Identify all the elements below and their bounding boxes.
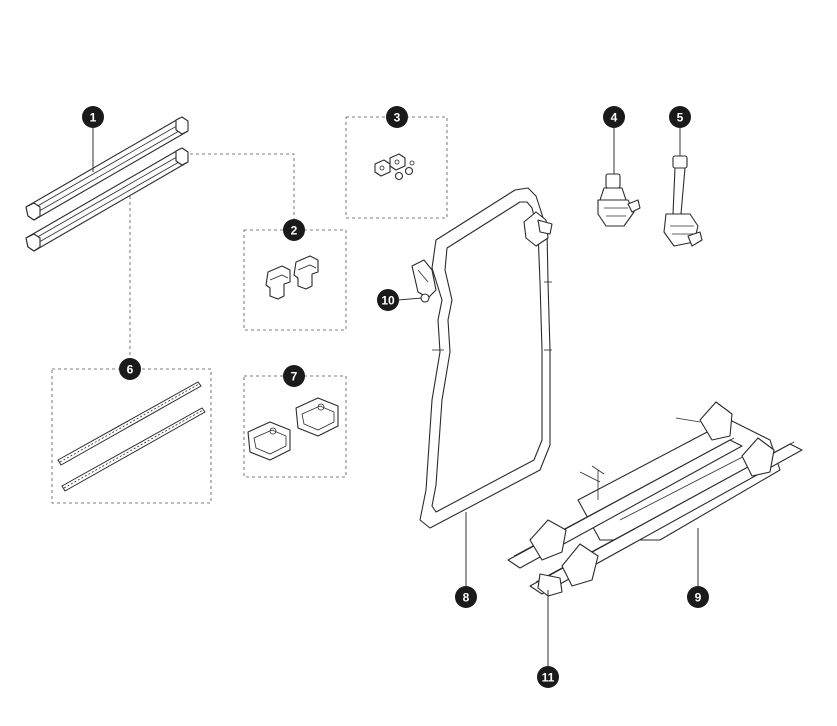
callout-9-label: 9	[695, 591, 702, 605]
callout-7-label: 7	[291, 370, 298, 384]
part-6-rubber-strips	[57, 381, 206, 492]
callout-6: 6	[119, 358, 141, 380]
callout-11-label: 11	[542, 671, 555, 685]
part-2-clamps	[265, 255, 319, 300]
part-3-hardware	[374, 153, 415, 181]
callout-7: 7	[283, 365, 305, 387]
part-10-bolt	[420, 293, 430, 303]
callout-10: 10	[377, 289, 399, 311]
callout-4: 4	[603, 106, 625, 128]
callout-2: 2	[283, 219, 305, 241]
leader-line-10	[397, 297, 423, 301]
callout-3-label: 3	[394, 111, 401, 125]
part-8-frame	[411, 187, 553, 529]
callout-5: 5	[669, 106, 691, 128]
part-7-end-caps	[247, 397, 339, 461]
part-2-box	[243, 229, 347, 331]
callout-3: 3	[386, 106, 408, 128]
callout-6-label: 6	[127, 363, 134, 377]
part-5-long-arm-mount	[663, 155, 703, 247]
part-4-arm-mount	[597, 173, 641, 227]
connector-rails-to-part-2	[190, 153, 295, 222]
callout-9: 9	[687, 586, 709, 608]
callout-1: 1	[82, 106, 104, 128]
part-9-bike-carrier	[507, 401, 803, 597]
callout-4-label: 4	[611, 111, 618, 125]
callout-10-label: 10	[381, 294, 395, 308]
part-1-rails	[25, 116, 189, 252]
callout-8: 8	[455, 586, 477, 608]
callout-8-label: 8	[463, 591, 470, 605]
callout-1-label: 1	[90, 111, 97, 125]
callout-11: 11	[537, 666, 559, 688]
callout-2-label: 2	[291, 224, 298, 238]
callout-5-label: 5	[677, 111, 684, 125]
